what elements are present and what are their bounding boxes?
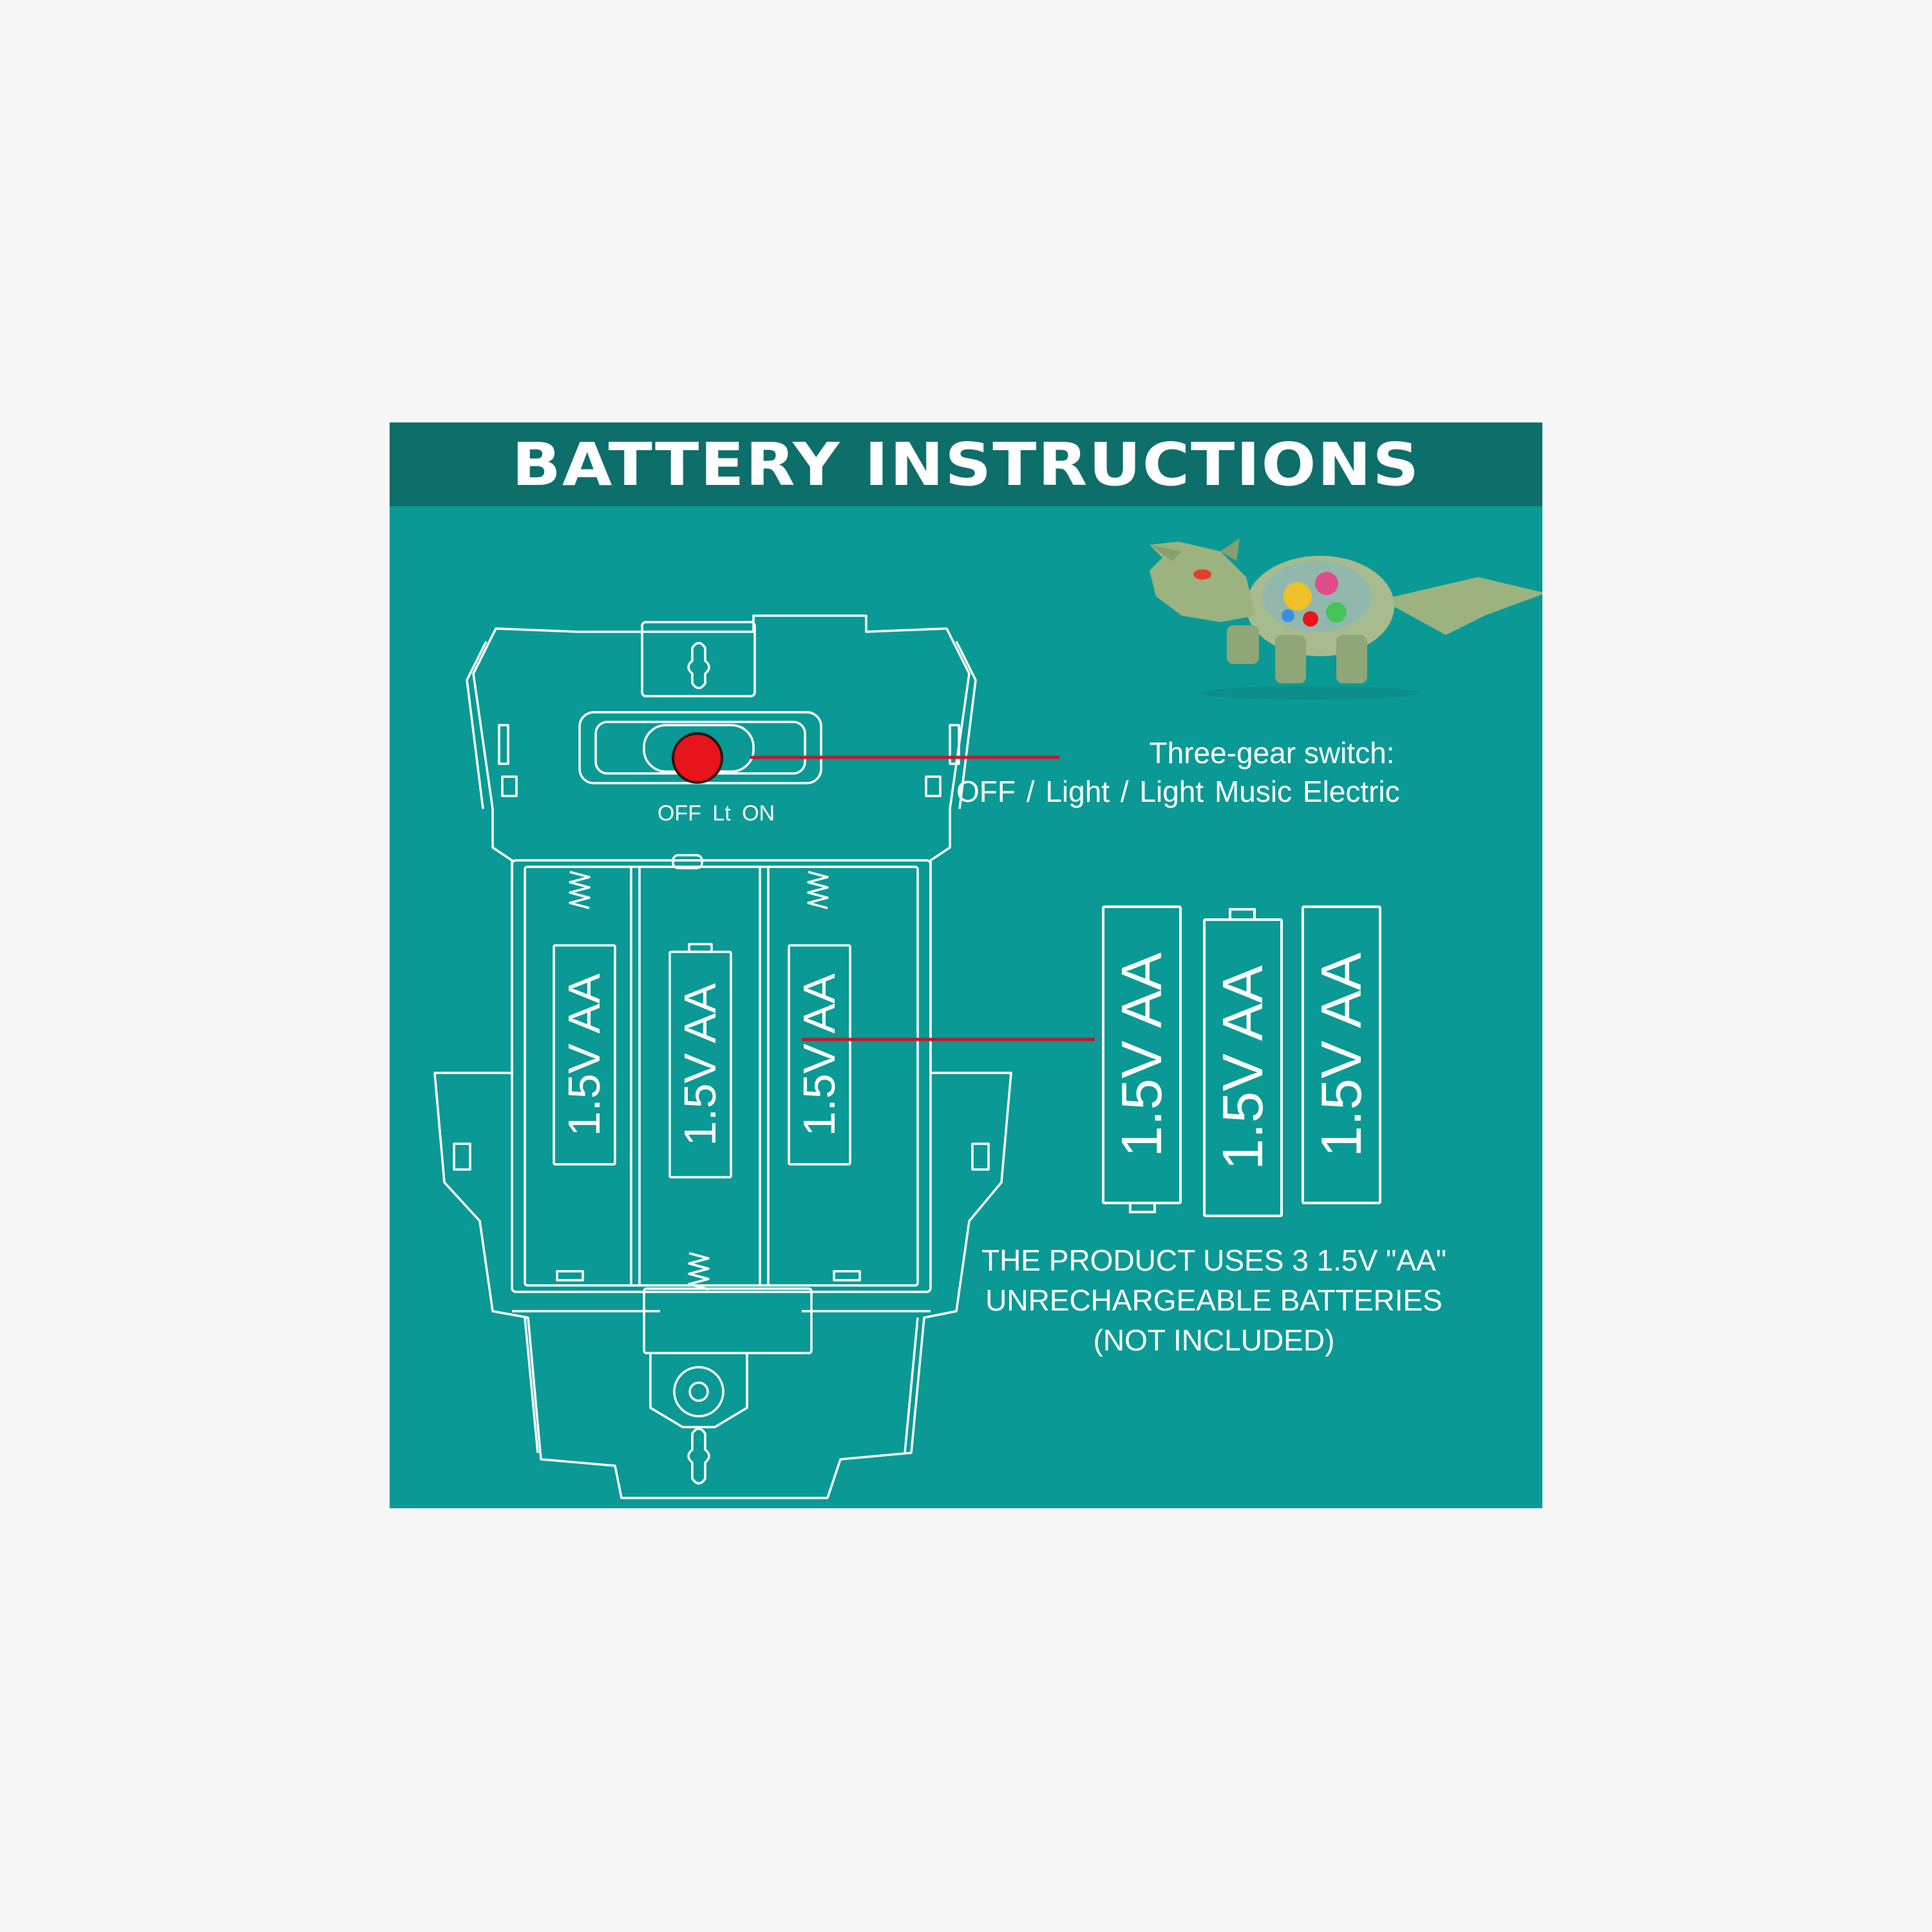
dinosaur-toy-image bbox=[1150, 538, 1542, 699]
switch-position-labels: OFF Lt ON bbox=[657, 801, 775, 826]
compartment-battery-label: 1.5V AA bbox=[675, 983, 725, 1146]
battery-instructions-panel: BATTERY INSTRUCTIONS bbox=[390, 422, 1542, 1508]
loose-batteries bbox=[1102, 905, 1381, 1217]
loose-battery-label: 1.5V AA bbox=[1211, 965, 1274, 1171]
battery-note-line: THE PRODUCT USES 3 1.5V "AA" bbox=[981, 1244, 1446, 1277]
loose-battery-label: 1.5V AA bbox=[1110, 952, 1173, 1158]
battery-note: THE PRODUCT USES 3 1.5V "AA" UNRECHARGEA… bbox=[956, 1240, 1472, 1360]
switch-modes-text: OFF / Light / Light Music Electric bbox=[956, 775, 1400, 808]
battery-compartment-diagram bbox=[433, 538, 1542, 1499]
switch-title: Three-gear switch: bbox=[1149, 736, 1395, 770]
battery-note-line: UNRECHARGEABLE BATTERIES bbox=[985, 1283, 1443, 1317]
loose-battery-label: 1.5V AA bbox=[1309, 952, 1373, 1158]
switch-knob-icon bbox=[672, 732, 723, 784]
page-title: BATTERY INSTRUCTIONS bbox=[511, 430, 1421, 499]
compartment-battery-label: 1.5V AA bbox=[794, 973, 844, 1137]
header-banner: BATTERY INSTRUCTIONS bbox=[390, 422, 1542, 506]
compartment-battery-label: 1.5V AA bbox=[559, 973, 609, 1137]
battery-note-line: (NOT INCLUDED) bbox=[1093, 1323, 1335, 1357]
